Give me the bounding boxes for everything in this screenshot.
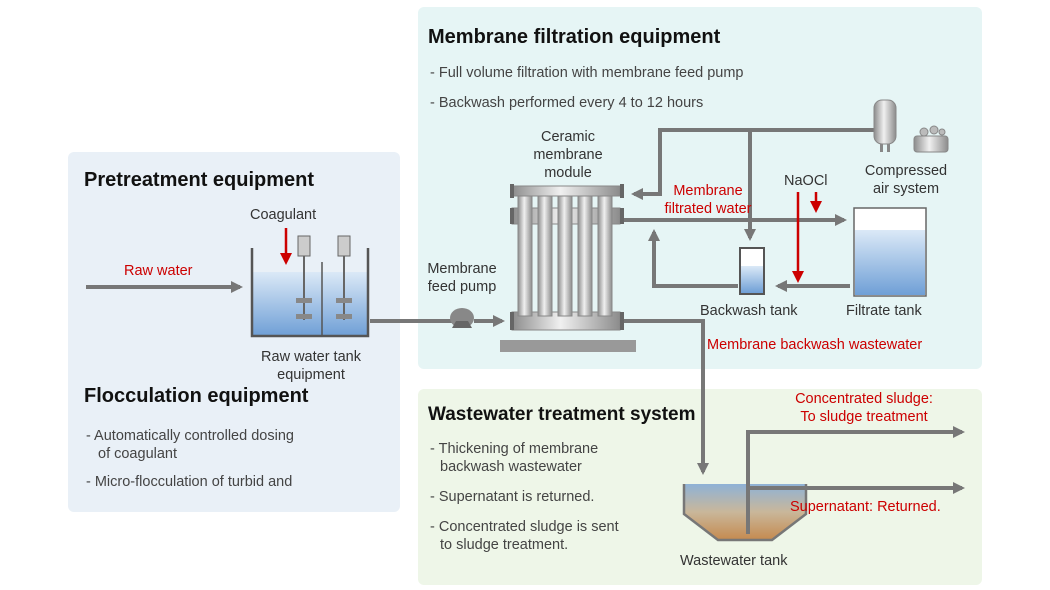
- ceramic-membrane-module: [500, 184, 636, 352]
- compressed-air-line: [631, 128, 878, 200]
- sludge-output-label: Concentrated sludge: To sludge treatment: [795, 391, 933, 425]
- compressed-air-label: Compressed air system: [864, 163, 948, 197]
- membrane-bullet-2: - Backwash performed every 4 to 12 hours: [430, 95, 704, 111]
- wastewater-tank-label: Wastewater tank: [680, 553, 788, 569]
- membrane-bullet-1: - Full volume filtration with membrane f…: [430, 65, 744, 81]
- wastewater-bullet-1-cont: backwash wastewater: [440, 459, 582, 475]
- wastewater-bullet-1: - Thickening of membrane: [430, 441, 599, 457]
- filtrate-tank: [853, 207, 927, 297]
- filtrate-tank-label: Filtrate tank: [846, 303, 922, 319]
- wastewater-tank: [682, 484, 808, 542]
- agitator-2: [336, 235, 352, 320]
- feed-pump-label: Membrane feed pump: [427, 261, 497, 295]
- pretreatment-title: Pretreatment equipment: [84, 169, 315, 191]
- sludge-output-line: [746, 426, 965, 534]
- backwash-wastewater-label: Membrane backwash wastewater: [707, 337, 923, 353]
- backwash-tank-label: Backwash tank: [700, 303, 798, 319]
- ceramic-membrane-module-label: Ceramic membrane module: [533, 129, 603, 181]
- raw-water-tank: [250, 248, 370, 338]
- feed-pump-icon: [450, 308, 474, 328]
- membrane-filtrated-water-label: Membrane filtrated water: [664, 183, 752, 217]
- backwash-wastewater-line: [624, 319, 709, 475]
- coagulant-label: Coagulant: [250, 207, 317, 223]
- flocculation-bullet-1: - Automatically controlled dosing: [86, 428, 294, 444]
- wastewater-title: Wastewater treatment system: [428, 404, 696, 425]
- naocl-label: NaOCl: [784, 173, 828, 189]
- backwash-return-line: [648, 229, 738, 288]
- compressed-air-system-icon: [873, 99, 949, 153]
- flocculation-title: Flocculation equipment: [84, 385, 309, 407]
- wastewater-bullet-2: - Supernatant is returned.: [430, 489, 595, 505]
- membrane-title: Membrane filtration equipment: [428, 26, 721, 48]
- flocculation-bullet-2: - Micro-flocculation of turbid and: [86, 474, 293, 490]
- wastewater-bullet-3: - Concentrated sludge is sent: [430, 519, 619, 535]
- agitator-1: [296, 235, 312, 320]
- raw-water-label: Raw water: [124, 263, 193, 279]
- backwash-tank: [739, 247, 765, 295]
- supernatant-output-label: Supernatant: Returned.: [790, 499, 941, 515]
- raw-water-tank-label: Raw water tank equipment: [261, 349, 361, 383]
- flocculation-bullet-1-cont: of coagulant: [98, 446, 178, 462]
- wastewater-bullet-3-cont: to sludge treatment.: [440, 537, 569, 553]
